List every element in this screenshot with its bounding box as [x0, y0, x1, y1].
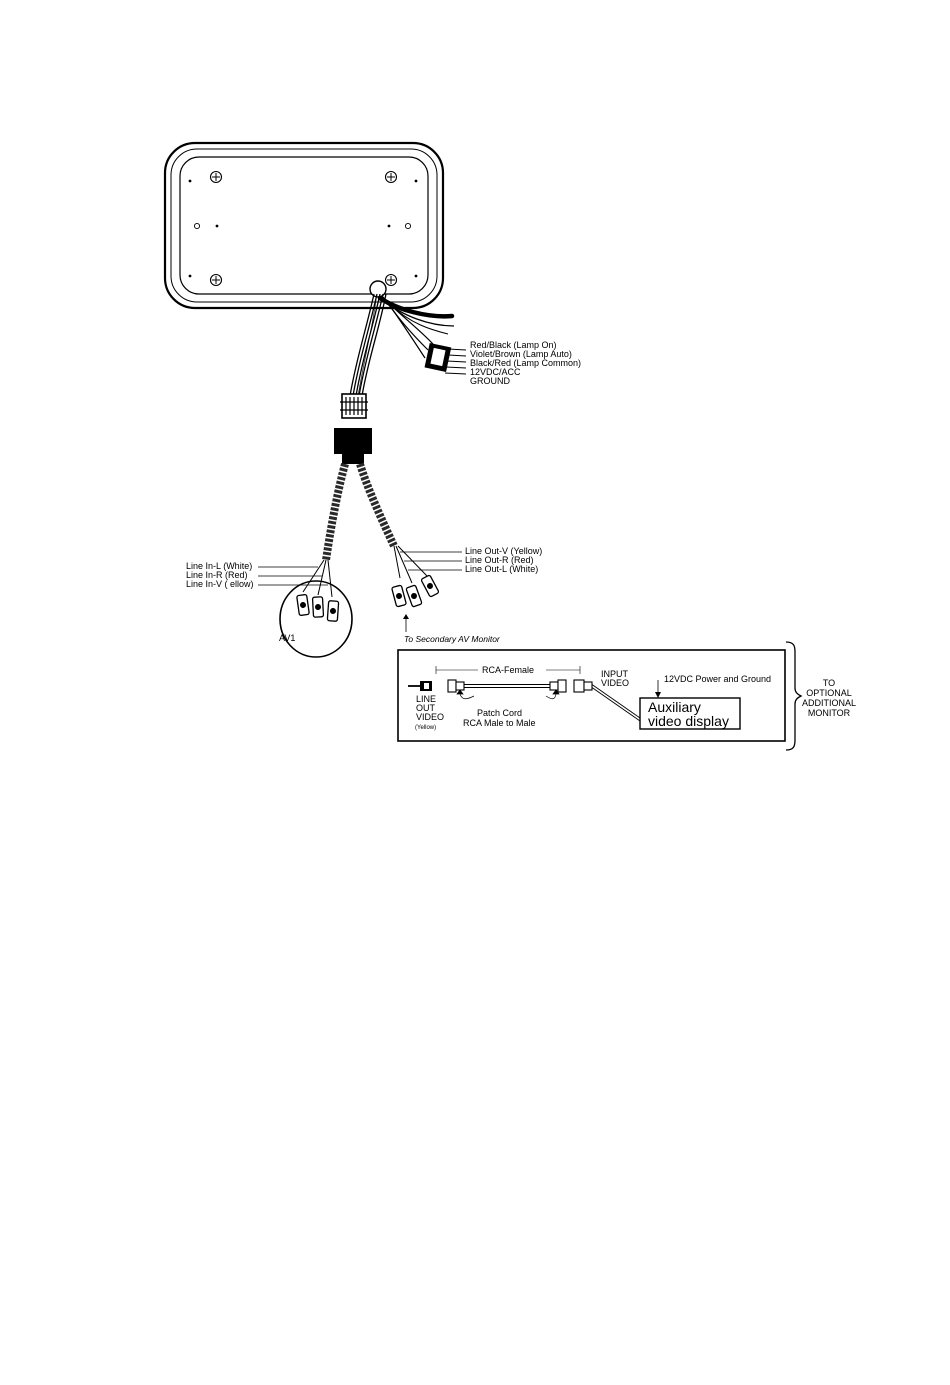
power-wire-labels: Red/Black (Lamp On) Violet/Brown (Lamp A…	[470, 340, 581, 386]
power-connector	[424, 342, 467, 375]
line-out-leaders	[400, 551, 462, 571]
svg-text:VIDEO: VIDEO	[416, 712, 444, 722]
aux-display-box: Auxiliary video display	[639, 697, 741, 730]
patch-cord-label: Patch Cord RCA Male to Male	[463, 708, 536, 728]
secondary-monitor-label: To Secondary AV Monitor	[404, 634, 501, 644]
line-in-labels: Line In-L (White) Line In-R (Red) Line I…	[186, 561, 254, 589]
power-ground-arrow	[655, 680, 661, 698]
svg-text:OPTIONAL: OPTIONAL	[806, 688, 852, 698]
rca-female-label: RCA-Female	[482, 665, 534, 675]
line-in-left-label: Line In-L (White)	[186, 561, 252, 571]
patch-cord	[408, 679, 641, 722]
harness-socket	[334, 428, 372, 464]
optional-monitor-brace	[785, 641, 803, 751]
line-in-video-label: Line In-V ( ellow)	[186, 579, 254, 589]
secondary-monitor-arrow	[403, 614, 409, 632]
power-wires	[377, 295, 455, 359]
line-out-fanout	[393, 545, 428, 584]
mounting-screws	[188, 170, 418, 287]
svg-text:INPUT: INPUT	[601, 669, 629, 679]
line-in-leaders	[258, 566, 328, 586]
svg-text:RCA Male to Male: RCA Male to Male	[463, 718, 536, 728]
patch-cord-pointers	[456, 689, 560, 700]
main-harness	[349, 293, 387, 397]
line-in-cable	[322, 462, 349, 561]
wire-label-ground: GROUND	[470, 376, 510, 386]
input-video-label: INPUT VIDEO	[601, 669, 629, 688]
svg-text:ADDITIONAL: ADDITIONAL	[802, 698, 856, 708]
svg-text:Patch Cord: Patch Cord	[477, 708, 522, 718]
wire-label-lamp-auto: Violet/Brown (Lamp Auto)	[470, 349, 572, 359]
cable-grommet	[369, 280, 387, 298]
inset-box	[397, 649, 786, 742]
line-out-left-label: Line Out-L (White)	[465, 564, 538, 574]
av1-label: AV1	[279, 633, 295, 643]
line-out-labels: Line Out-V (Yellow) Line Out-R (Red) Lin…	[465, 546, 542, 574]
wire-label-acc: 12VDC/ACC	[470, 367, 521, 377]
line-out-video-inset-label: LINE OUT VIDEO (Yellow)	[415, 694, 444, 731]
rca-female-dimension	[435, 666, 581, 674]
aux-display-line1: Auxiliary	[648, 699, 701, 715]
harness-plug	[340, 393, 368, 419]
line-in-fanout	[302, 559, 333, 598]
aux-display-line2: video display	[648, 713, 729, 729]
svg-text:MONITOR: MONITOR	[808, 708, 851, 718]
power-ground-label: 12VDC Power and Ground	[664, 674, 771, 684]
line-out-plugs	[391, 574, 440, 608]
svg-text:TO: TO	[823, 678, 835, 688]
line-out-right-label: Line Out-R (Red)	[465, 555, 534, 565]
line-out-cable	[356, 462, 398, 548]
line-out-video-label: Line Out-V (Yellow)	[465, 546, 542, 556]
svg-text:VIDEO: VIDEO	[601, 678, 629, 688]
svg-text:OUT: OUT	[416, 703, 436, 713]
optional-monitor-label: TO OPTIONAL ADDITIONAL MONITOR	[802, 678, 856, 718]
line-in-plugs	[296, 594, 340, 622]
wire-label-lamp-common: Black/Red (Lamp Common)	[470, 358, 581, 368]
svg-text:LINE: LINE	[416, 694, 436, 704]
monitor-housing	[163, 141, 445, 310]
line-in-right-label: Line In-R (Red)	[186, 570, 248, 580]
av1-circle	[279, 580, 353, 658]
wire-label-lamp-on: Red/Black (Lamp On)	[470, 340, 557, 350]
yellow-note: (Yellow)	[415, 725, 436, 731]
